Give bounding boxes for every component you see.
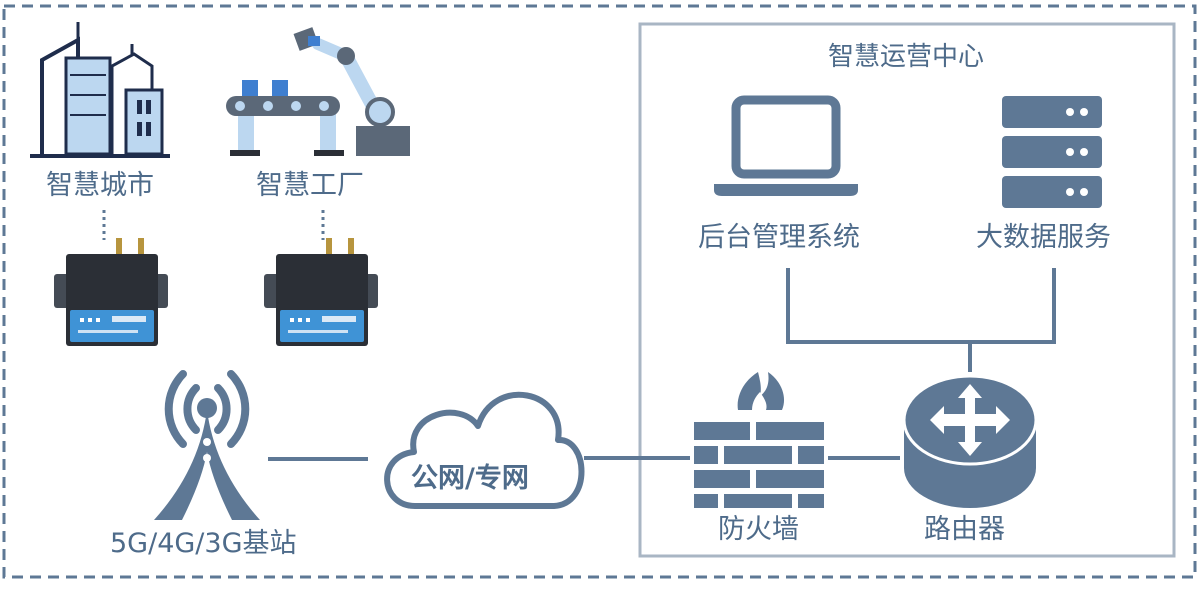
router-label: 路由器 [924, 514, 1005, 545]
router-icon [902, 374, 1038, 508]
city-buildings-icon [30, 22, 170, 158]
laptop-icon [714, 95, 858, 196]
cloud-icon [384, 391, 585, 509]
firewall-label: 防火墙 [718, 514, 799, 545]
firewall-icon [694, 372, 824, 508]
operations-center-title: 智慧运营中心 [828, 42, 985, 72]
operations-center-panel [638, 22, 1176, 558]
signal-tower-icon [164, 370, 250, 448]
factory-robot-arm-icon [226, 27, 410, 156]
network-label: 公网/专网 [411, 463, 529, 494]
industrial-router-icon [54, 238, 168, 346]
smart-city-label: 智慧城市 [46, 170, 154, 201]
big-data-label: 大数据服务 [976, 222, 1111, 253]
smart-factory-label: 智慧工厂 [256, 170, 364, 201]
base-station-label: 5G/4G/3G基站 [110, 528, 297, 559]
outer-dashed-border [2, 4, 1197, 579]
server-rack-icon [1002, 96, 1102, 208]
backend-system-label: 后台管理系统 [698, 222, 860, 253]
industrial-router-icon [264, 238, 378, 346]
signal-tower-body [154, 398, 260, 520]
services-router-link [786, 268, 1056, 372]
